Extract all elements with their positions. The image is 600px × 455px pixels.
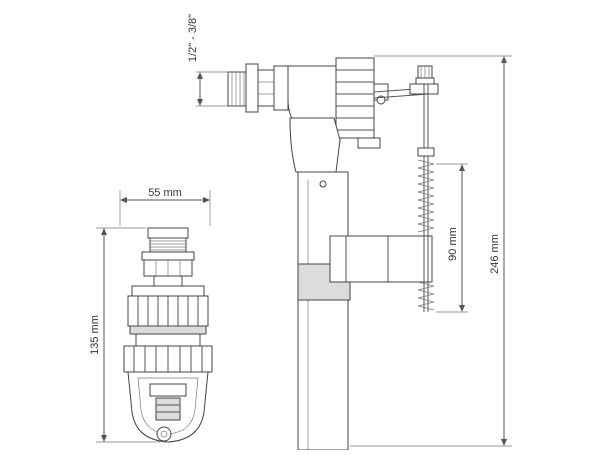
- front-neck: [153, 275, 183, 287]
- front-ribbed-collar: [127, 285, 209, 335]
- side-neck: [289, 117, 341, 173]
- front-top-nut: [147, 227, 189, 239]
- side-inlet-thread: [227, 63, 289, 113]
- dimension-height-total: 246 mm: [350, 55, 512, 447]
- label-width-front: 55 mm: [148, 187, 182, 199]
- label-height-total: 246 mm: [489, 234, 501, 274]
- dimension-thread: 1/2" - 3/8": [187, 14, 228, 107]
- side-shank-tube: [297, 171, 349, 451]
- front-lock-nut: [143, 259, 193, 277]
- side-adjust-knob: [415, 65, 435, 85]
- side-spring-rod: [417, 84, 435, 312]
- side-valve-head: [287, 57, 389, 149]
- front-view-valve: [123, 227, 213, 443]
- front-washer: [141, 251, 195, 261]
- front-body: [123, 333, 213, 443]
- front-thread: [149, 237, 187, 253]
- side-float-bracket: [297, 235, 433, 301]
- side-view-valve: [227, 57, 439, 451]
- dimension-width-front: 55 mm: [119, 187, 211, 226]
- dimension-height-front: 135 mm: [89, 227, 160, 443]
- dimension-stroke: 90 mm: [436, 163, 468, 313]
- label-thread: 1/2" - 3/8": [187, 14, 199, 62]
- label-height-front: 135 mm: [89, 315, 101, 355]
- label-stroke: 90 mm: [447, 227, 459, 261]
